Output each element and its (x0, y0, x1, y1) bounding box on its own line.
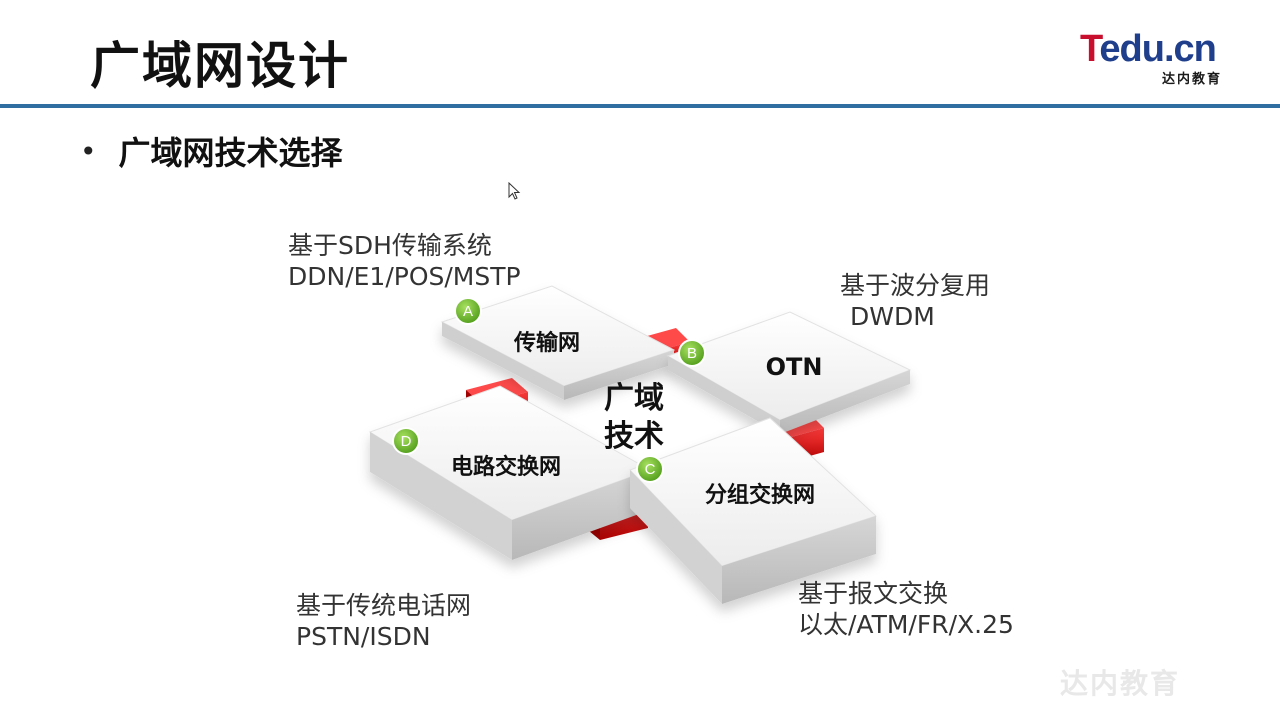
center-label-line2: 技术 (604, 419, 664, 454)
annotation-top-left-line1: 基于SDH传输系统 (288, 231, 492, 260)
badge-b: B (678, 339, 706, 367)
annotation-bottom-right: 基于报文交换 以太/ATM/FR/X.25 (798, 578, 1014, 640)
tile-d-label: 电路交换网 (451, 454, 561, 480)
bullet-dot-icon: • (80, 134, 97, 168)
bullet-point: • 广域网技术选择 (80, 128, 343, 174)
watermark: 达内教育 (1060, 667, 1181, 700)
annotation-top-right: 基于波分复用 DWDM (840, 270, 990, 332)
annotation-top-right-line1: 基于波分复用 (840, 271, 991, 300)
annotation-bottom-left: 基于传统电话网 PSTN/ISDN (296, 590, 471, 652)
annotation-top-right-line2: DWDM (850, 302, 935, 331)
bullet-text: 广域网技术选择 (118, 134, 343, 172)
annotation-top-left-line2: DDN/E1/POS/MSTP (288, 262, 521, 291)
annotation-bottom-left-line1: 基于传统电话网 (296, 591, 472, 620)
badge-c: C (636, 455, 664, 483)
tile-c (629, 417, 877, 604)
badge-c-letter: C (645, 461, 656, 478)
badge-a: A (454, 297, 482, 325)
tile-c-label: 分组交换网 (705, 482, 815, 508)
badge-d-letter: D (401, 433, 412, 450)
tile-b-label: OTN (766, 353, 823, 381)
annotation-bottom-right-line1: 基于报文交换 (798, 579, 949, 608)
badge-a-letter: A (463, 303, 473, 320)
annotation-bottom-left-line2: PSTN/ISDN (296, 622, 431, 651)
badge-b-letter: B (687, 345, 697, 362)
logo-text: Tedu.cn (1080, 28, 1217, 70)
tedu-logo: Tedu.cn 达内教育 (1080, 28, 1240, 88)
annotation-top-left: 基于SDH传输系统 DDN/E1/POS/MSTP (288, 230, 521, 292)
badge-d: D (392, 427, 420, 455)
title-divider (0, 104, 1280, 108)
tile-a-label: 传输网 (513, 330, 580, 356)
tile-b (666, 311, 912, 434)
mouse-pointer-icon (508, 182, 521, 200)
tile-a (440, 285, 676, 400)
slide-title: 广域网设计 (90, 37, 350, 95)
center-label-line1: 广域 (604, 381, 664, 416)
logo-subtitle: 达内教育 (1162, 72, 1223, 87)
annotation-bottom-right-line2: 以太/ATM/FR/X.25 (798, 610, 1014, 639)
